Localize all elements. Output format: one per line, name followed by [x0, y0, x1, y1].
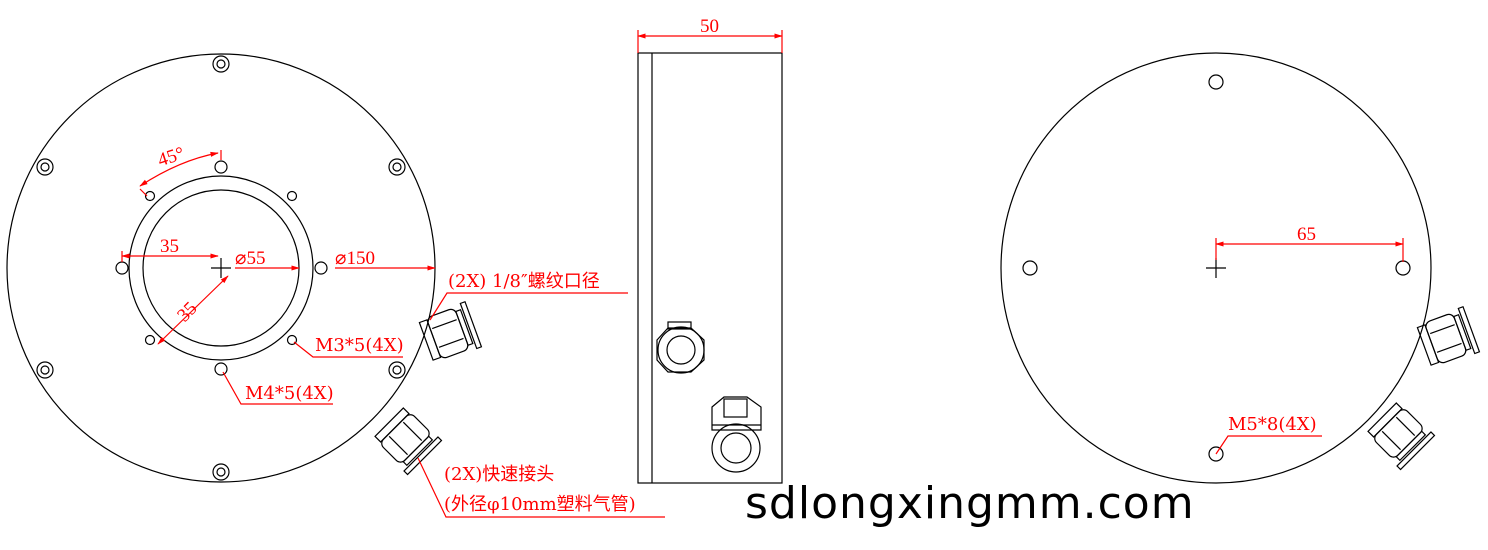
back-view: 65 M5*8(4X): [1000, 52, 1481, 484]
m3-note: M3*5(4X): [315, 335, 404, 356]
watermark: sdlongxingmm.com: [745, 478, 1195, 529]
thickness-dimension: 50: [637, 16, 783, 53]
inner-diameter-label: ⌀55: [235, 248, 265, 269]
port-thread-note: (2X) 1/8″螺纹口径: [448, 271, 600, 292]
push-fitting-lower: [371, 404, 443, 476]
m4-note: M4*5(4X): [245, 383, 334, 404]
horizontal-offset-label: 35: [160, 236, 179, 257]
outer-diameter-dimension: ⌀150: [335, 248, 436, 271]
side-view: 50: [637, 16, 783, 484]
diagonal-offset-dimension: 35: [157, 275, 229, 345]
m3-holes: [144, 190, 298, 346]
front-view: 45° 35 35 ⌀55 ⌀150 (2X) 1/8″螺纹口径 M3*5(4X…: [6, 53, 665, 518]
fitting-callout: (2X)快速接头 (外径φ10mm塑料气管): [417, 457, 665, 518]
side-fitting-lower: [711, 396, 762, 473]
angle-label: 45°: [155, 143, 187, 171]
m4-callout: M4*5(4X): [222, 371, 334, 405]
horizontal-offset-dimension: 35: [121, 236, 219, 262]
back-fitting-lower: [1364, 399, 1436, 471]
m5-holes: [1022, 74, 1411, 462]
side-body: [637, 52, 783, 484]
hole-offset-label: 65: [1297, 224, 1316, 245]
side-fitting-upper: [656, 321, 705, 374]
back-outer-circle: [1000, 52, 1432, 484]
thickness-label: 50: [700, 16, 719, 37]
fitting-note-line2: (外径φ10mm塑料气管): [444, 494, 636, 515]
inner-diameter-dimension: ⌀55: [235, 248, 300, 271]
diagonal-offset-label: 35: [173, 298, 201, 326]
m3-callout: M3*5(4X): [293, 335, 404, 358]
m5-callout: M5*8(4X): [1215, 414, 1322, 455]
angle-dimension: 45°: [139, 143, 222, 197]
port-thread-callout: (2X) 1/8″螺纹口径: [429, 271, 628, 321]
fitting-note-line1: (2X)快速接头: [444, 464, 554, 485]
hole-offset-dimension: 65: [1215, 224, 1404, 262]
push-fitting-right: [417, 301, 483, 365]
m5-note: M5*8(4X): [1228, 414, 1317, 435]
outer-bolt-holes: [36, 55, 406, 481]
outer-diameter-label: ⌀150: [335, 248, 375, 269]
ring-outer-circle: [128, 175, 314, 361]
